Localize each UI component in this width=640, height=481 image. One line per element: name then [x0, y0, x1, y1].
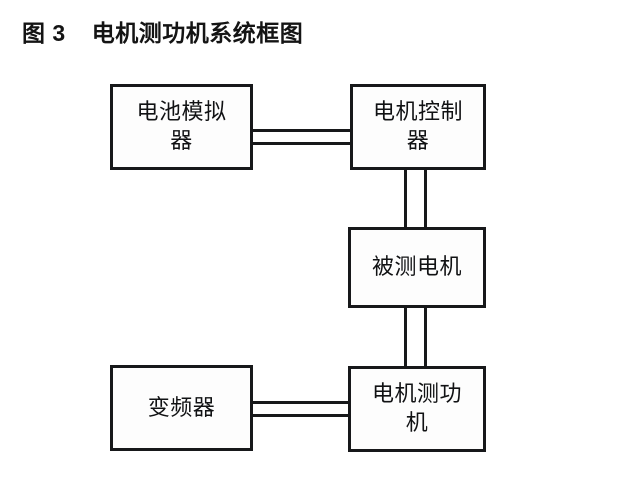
block-motor-controller: 电机控制器 [350, 84, 486, 170]
connector-motor-under-test-to-dynamometer-line-2 [424, 305, 427, 369]
connector-motor-controller-to-motor-under-test-line-2 [424, 167, 427, 230]
block-dynamometer-label: 电机测功机 [371, 381, 462, 435]
connector-inverter-to-dynamometer-line-1 [250, 401, 351, 404]
connector-inverter-to-dynamometer-line-2 [250, 414, 351, 417]
block-battery-simulator: 电池模拟器 [110, 84, 253, 170]
block-inverter: 变频器 [110, 365, 253, 451]
figure-title: 电机测功机系统框图 [91, 20, 304, 46]
connector-battery-simulator-to-motor-controller-line-2 [250, 142, 353, 145]
block-motor-controller-label: 电机控制器 [372, 99, 463, 153]
block-inverter-label: 变频器 [147, 394, 216, 420]
figure-number: 图 3 [22, 20, 66, 46]
connector-motor-under-test-to-dynamometer-line-1 [404, 305, 407, 369]
figure-caption: 图 3 电机测功机系统框图 [22, 14, 303, 48]
block-motor-under-test: 被测电机 [348, 227, 486, 308]
block-motor-under-test-label: 被测电机 [371, 254, 462, 280]
connector-battery-simulator-to-motor-controller-line-1 [250, 129, 353, 132]
block-dynamometer: 电机测功机 [348, 366, 486, 452]
block-battery-simulator-label: 电池模拟器 [136, 99, 227, 153]
connector-motor-controller-to-motor-under-test-line-1 [404, 167, 407, 230]
